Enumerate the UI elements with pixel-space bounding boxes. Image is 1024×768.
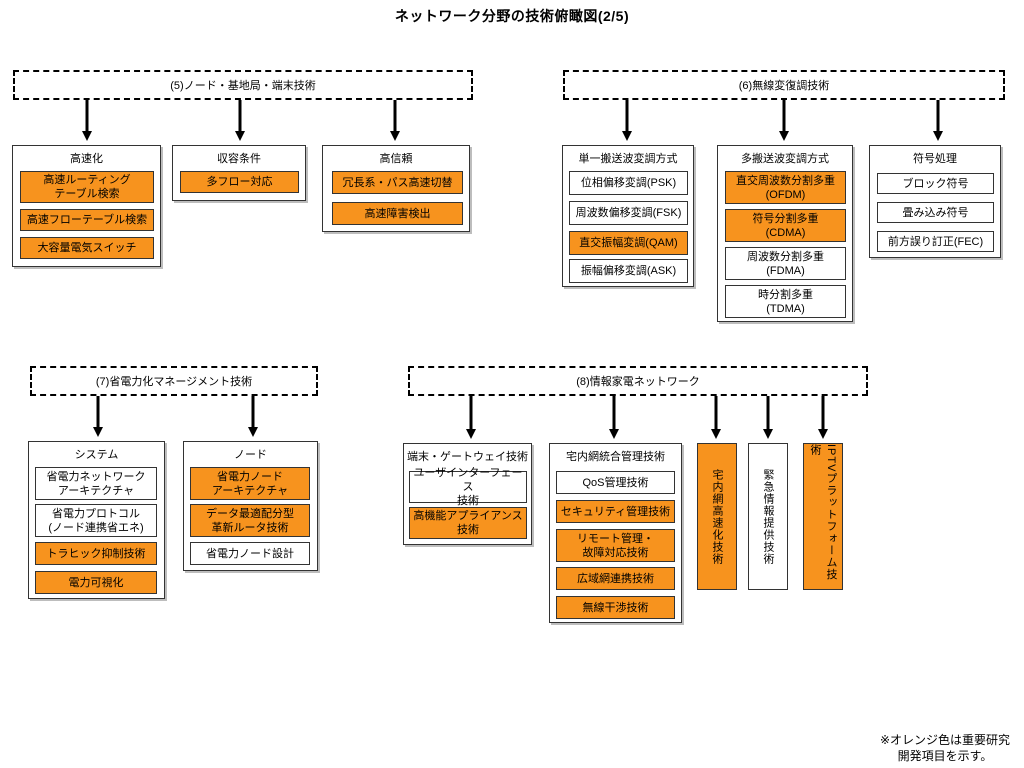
item-wide-area-integration: 広域網連携技術 — [556, 567, 675, 590]
item-advanced-appliance: 高機能アプライアンス 技術 — [409, 507, 527, 539]
item-block-code: ブロック符号 — [877, 173, 994, 194]
item-ofdm: 直交周波数分割多重 (OFDM) — [725, 171, 846, 204]
item-qos-management: QoS管理技術 — [556, 471, 675, 494]
section-6-label: (6)無線変復調技術 — [738, 80, 830, 92]
item-power-saving-node-design: 省電力ノード設計 — [190, 542, 310, 565]
group-title: 高信頼 — [379, 153, 413, 165]
item-power-visualization: 電力可視化 — [35, 571, 157, 594]
item-emergency-info: 緊急情報提供技術 — [748, 443, 788, 590]
group-terminal-gateway: 端末・ゲートウェイ技術 ユーザインターフェース 技術 高機能アプライアンス 技術 — [403, 443, 532, 545]
page-title: ネットワーク分野の技術俯瞰図(2/5) — [394, 8, 630, 24]
item-high-speed-routing-table-lookup: 高速ルーティング テーブル検索 — [20, 171, 154, 203]
item-security-management: セキュリティ管理技術 — [556, 500, 675, 523]
section-8-header: (8)情報家電ネットワーク — [408, 366, 868, 396]
item-home-network-speedup: 宅内網高速化技術 — [697, 443, 737, 590]
item-large-capacity-electrical-switch: 大容量電気スイッチ — [20, 237, 154, 259]
section-7-label: (7)省電力化マネージメント技術 — [95, 376, 253, 388]
group-high-reliability: 高信頼 冗長系・パス高速切替 高速障害検出 — [322, 145, 470, 232]
item-user-interface: ユーザインターフェース 技術 — [409, 467, 527, 507]
item-fdma: 周波数分割多重 (FDMA) — [725, 247, 846, 280]
group-single-carrier: 単一搬送波変調方式 位相偏移変調(PSK) 周波数偏移変調(FSK) 直交振幅変… — [562, 145, 694, 287]
item-power-saving-network-architecture: 省電力ネットワーク アーキテクチャ — [35, 467, 157, 500]
item-power-saving-protocol: 省電力プロトコル (ノード連携省エネ) — [35, 504, 157, 537]
section-8-label: (8)情報家電ネットワーク — [576, 376, 700, 388]
group-title: システム — [74, 449, 119, 461]
group-multi-carrier: 多搬送波変調方式 直交周波数分割多重 (OFDM) 符号分割多重 (CDMA) … — [717, 145, 853, 322]
group-title: 符号処理 — [913, 153, 957, 165]
item-iptv-platform: IPTVプラットフォーム技術 — [803, 443, 843, 590]
group-code-processing: 符号処理 ブロック符号 畳み込み符号 前方誤り訂正(FEC) — [869, 145, 1001, 258]
section-5-header: (5)ノード・基地局・端末技術 — [13, 70, 473, 100]
item-qam: 直交振幅変調(QAM) — [569, 231, 688, 255]
item-multi-flow-support: 多フロー対応 — [180, 171, 299, 193]
item-redundant-path-switching: 冗長系・パス高速切替 — [332, 171, 463, 194]
group-system: システム 省電力ネットワーク アーキテクチャ 省電力プロトコル (ノード連携省エ… — [28, 441, 165, 599]
section-6-header: (6)無線変復調技術 — [563, 70, 1005, 100]
group-title: ノード — [234, 449, 267, 461]
item-psk: 位相偏移変調(PSK) — [569, 171, 688, 195]
section-5-label: (5)ノード・基地局・端末技術 — [170, 80, 316, 92]
item-optimal-data-distribution-router: データ最適配分型 革新ルータ技術 — [190, 504, 310, 537]
group-capacity-conditions: 収容条件 多フロー対応 — [172, 145, 306, 201]
item-high-speed-flow-table-lookup: 高速フローテーブル検索 — [20, 209, 154, 231]
item-remote-management: リモート管理・ 故障対応技術 — [556, 529, 675, 562]
group-home-network-management: 宅内網統合管理技術 QoS管理技術 セキュリティ管理技術 リモート管理・ 故障対… — [549, 443, 682, 623]
item-fsk: 周波数偏移変調(FSK) — [569, 201, 688, 225]
group-kousokuka: 高速化 高速ルーティング テーブル検索 高速フローテーブル検索 大容量電気スイッ… — [12, 145, 161, 267]
item-power-saving-node-architecture: 省電力ノード アーキテクチャ — [190, 467, 310, 500]
group-title: 高速化 — [70, 153, 103, 165]
item-convolutional-code: 畳み込み符号 — [877, 202, 994, 223]
group-node: ノード 省電力ノード アーキテクチャ データ最適配分型 革新ルータ技術 省電力ノ… — [183, 441, 318, 571]
item-ask: 振幅偏移変調(ASK) — [569, 259, 688, 283]
item-cdma: 符号分割多重 (CDMA) — [725, 209, 846, 242]
group-title: 単一搬送波変調方式 — [578, 153, 678, 165]
item-fast-fault-detection: 高速障害検出 — [332, 202, 463, 225]
item-traffic-suppression: トラヒック抑制技術 — [35, 542, 157, 565]
group-title: 宅内網統合管理技術 — [566, 451, 665, 463]
group-title: 多搬送波変調方式 — [741, 153, 829, 165]
group-title: 端末・ゲートウェイ技術 — [407, 451, 528, 463]
section-7-header: (7)省電力化マネージメント技術 — [30, 366, 318, 396]
item-wireless-interference: 無線干渉技術 — [556, 596, 675, 619]
legend-note: ※オレンジ色は重要研究 開発項目を示す。 — [879, 733, 1010, 763]
item-fec: 前方誤り訂正(FEC) — [877, 231, 994, 252]
group-title: 収容条件 — [217, 153, 261, 165]
item-tdma: 時分割多重 (TDMA) — [725, 285, 846, 318]
